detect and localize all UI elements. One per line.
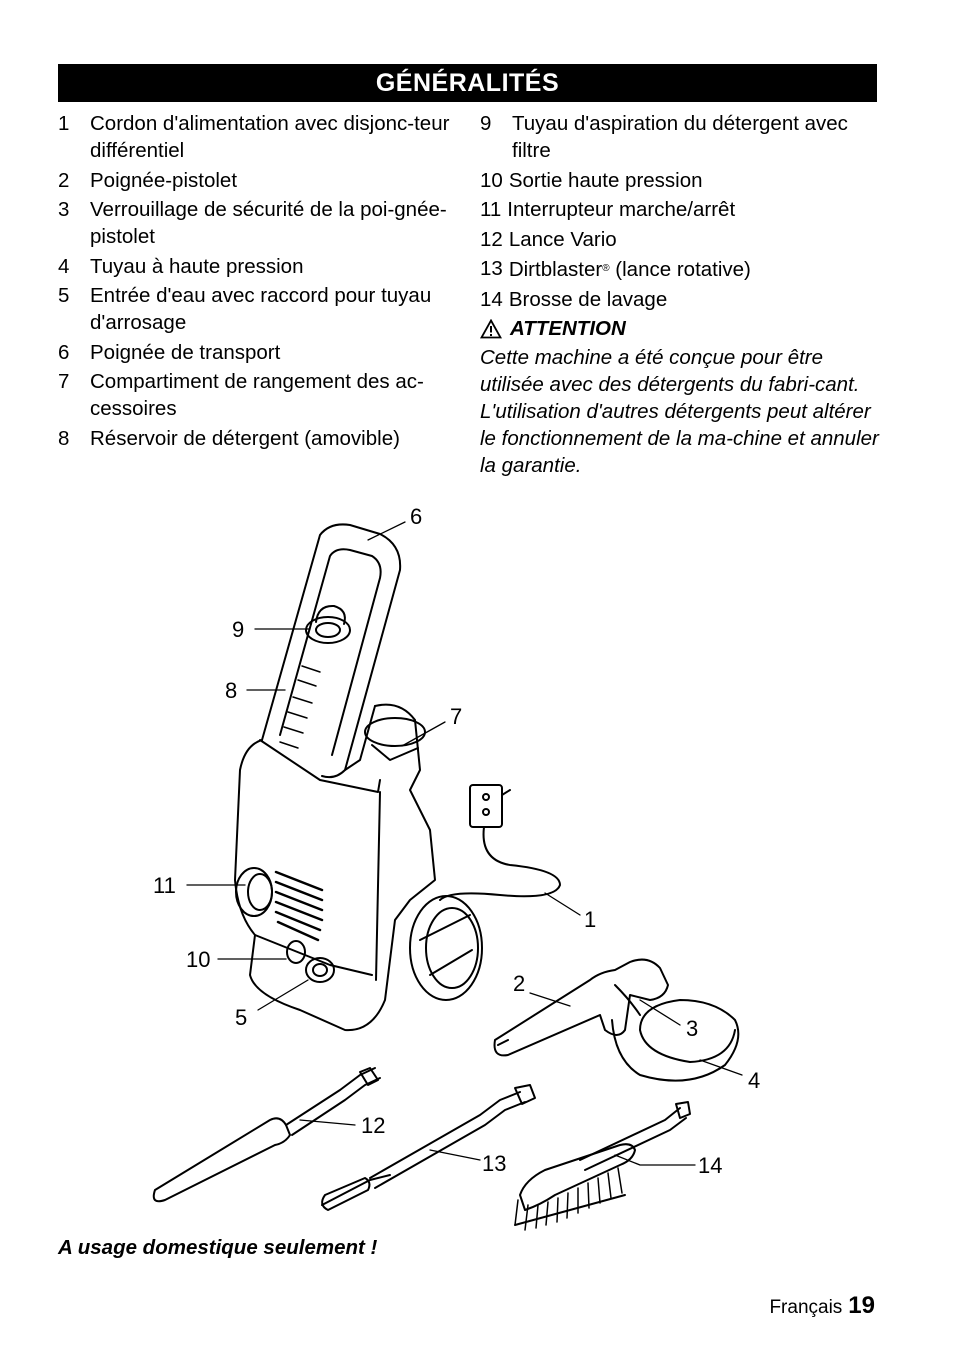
item-number: 13 [480,257,503,280]
item-number: 14 [480,287,503,311]
parts-list-right: 9 Tuyau d'aspiration du détergent avec fi… [480,110,880,479]
callout-label: 7 [450,704,462,729]
attention-label: ATTENTION [510,317,626,340]
callout-label: 12 [361,1113,385,1138]
callout-label: 1 [584,907,596,932]
item-number: 8 [58,426,70,450]
pressure-washer-illustration: 6 9 8 7 11 1 10 2 5 3 4 12 13 14 [152,504,760,1231]
item-text: Entrée d'eau avec raccord pour tuyau d'a… [90,284,432,334]
item-text: Tuyau d'aspiration du détergent avec fil… [512,112,848,162]
item-number: 1 [58,112,70,135]
item-text-suffix: (lance rotative) [609,258,751,281]
item-text: Poignée-pistolet [90,168,238,192]
item-number: 3 [58,198,70,221]
callout-label: 6 [410,504,422,529]
list-item: 7 Compartiment de rangement des ac-cessoi… [58,368,458,422]
page-number: 19 [848,1292,875,1319]
list-item: 4 Tuyau à haute pression [58,253,458,280]
callout-label: 8 [225,678,237,703]
item-number: 11 [480,198,502,221]
list-item: 8 Réservoir de détergent (amovible) [58,425,458,452]
item-number: 7 [58,370,70,393]
list-item: 1 Cordon d'alimentation avec disjonc-teur… [58,110,458,164]
item-number: 6 [58,340,70,364]
item-number: 9 [480,112,492,135]
parts-list-left: 1 Cordon d'alimentation avec disjonc-teur… [58,110,458,454]
item-text: Cordon d'alimentation avec disjonc-teur … [90,112,450,162]
item-text: Tuyau à haute pression [90,254,304,278]
list-item: 9 Tuyau d'aspiration du détergent avec fi… [480,110,880,164]
callout-label: 2 [513,971,525,996]
item-number: 10 [480,168,503,192]
list-item: 6 Poignée de transport [58,339,458,366]
footer-language: Français [769,1297,843,1318]
section-title: GÉNÉRALITÉS [375,68,560,97]
item-text: Brosse de lavage [508,287,668,311]
attention-heading: ATTENTION [480,315,880,342]
item-text: Poignée de transport [90,340,281,364]
callout-label: 3 [686,1016,698,1041]
item-number: 2 [58,168,70,192]
callout-label: 10 [186,947,210,972]
item-text: Compartiment de rangement des ac-cessoir… [90,370,424,420]
list-item: 2 Poignée-pistolet [58,167,458,194]
item-number: 4 [58,254,70,278]
item-number: 12 [480,227,503,251]
item-text: Verrouillage de sécurité de la poi-gnée-… [90,198,447,248]
item-text: Lance Vario [508,227,617,251]
item-number: 5 [58,284,70,307]
item-text: Réservoir de détergent (amovible) [90,426,400,450]
registered-mark: ® [602,263,610,274]
callout-label: 11 [153,873,176,898]
item-text: Dirtblaster® (lance rotative) [509,255,880,283]
callout-label: 14 [698,1153,722,1178]
list-item: 5 Entrée d'eau avec raccord pour tuyau d'… [58,282,458,336]
item-text: Sortie haute pression [508,168,703,192]
item-text: Interrupteur marche/arrêt [507,198,736,221]
section-title-bar: GÉNÉRALITÉS [58,64,877,102]
warning-triangle-icon [480,318,502,338]
domestic-use-note: A usage domestique seulement ! [58,1236,378,1259]
callout-label: 5 [235,1005,247,1030]
callout-label: 9 [232,617,244,642]
callout-label: 4 [748,1068,760,1093]
item-text-name: Dirtblaster [508,258,603,281]
callout-label: 13 [482,1151,506,1176]
list-item: 3 Verrouillage de sécurité de la poi-gnée… [58,196,458,250]
attention-text: Cette machine a été conçue pour être uti… [480,346,879,477]
